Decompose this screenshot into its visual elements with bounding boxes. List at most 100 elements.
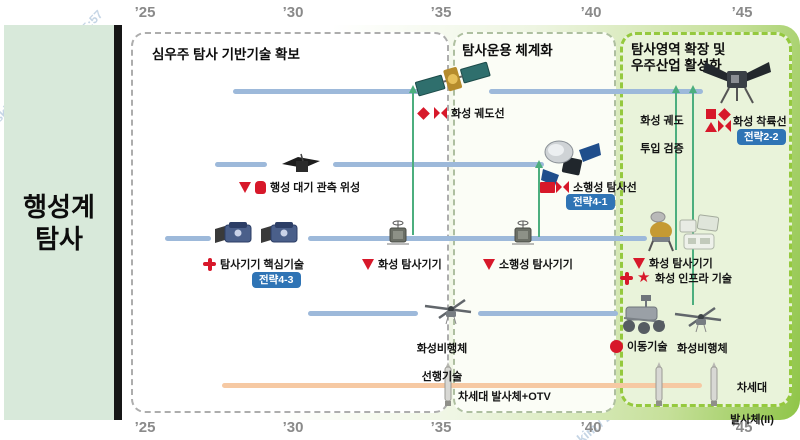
timeline-bar-satellite-right [333, 162, 544, 167]
label-text-line2: 발사체(II) [730, 414, 774, 426]
square-icon [705, 109, 716, 119]
label-text: 화성 탐사기기 [378, 259, 442, 271]
label-mars-instruments: 화성 탐사기기 [362, 256, 442, 272]
rect-icon [540, 181, 555, 193]
atmosphere-observation-satellite-icon [280, 148, 322, 183]
axis-top-tick-40: ’40 [580, 4, 602, 21]
label-mars-orbiter: 화성 궤도선 [417, 105, 505, 121]
triangle-down-icon [483, 258, 495, 270]
flow-arrow-lander-tech-to-orbit [671, 85, 680, 250]
bowtie-x-icon [434, 106, 447, 120]
diamond-icon [718, 107, 731, 121]
label-next-gen-launcher-2: 차세대 발사체(II) [722, 364, 782, 440]
phase3-title-line1: 탐사영역 확장 및 [631, 42, 726, 57]
flow-arrow-mobility-to-orbit [688, 85, 697, 305]
timeline-bar-launcher [222, 383, 702, 388]
label-mars-instruments-phase3: 화성 탐사기기 [633, 255, 713, 271]
timeline-bar-orbiter-right [489, 89, 703, 94]
label-text: 차세대 발사체+OTV [458, 391, 551, 403]
mars-lander-marker-grid [704, 107, 731, 133]
phase-box-2 [453, 32, 616, 413]
label-asteroid-probe: 소행성 탐사선 [540, 179, 637, 195]
label-mars-orbit-insertion: 화성 궤도 투입 검증 [634, 100, 690, 170]
label-text: 화성 착륙선 [733, 116, 787, 128]
thruster-engines-icon [213, 220, 301, 259]
cylinder-icon [255, 180, 266, 194]
small-probe-satellite-icon [386, 219, 410, 256]
category-title-line2: 탐사 [35, 223, 83, 254]
launch-vehicle-rocket-icon [709, 361, 719, 413]
mars-lander-winged-icon [703, 60, 771, 113]
label-text-line1: 화성 궤도 [640, 115, 684, 127]
strategy-badge-4-1: 전략4-1 [566, 194, 615, 210]
phase2-title: 탐사운용 체계화 [462, 43, 553, 58]
label-text: 화성비행체 [677, 343, 728, 355]
label-text: 소행성 탐사선 [573, 182, 637, 194]
label-mars-lander: 화성 착륙선 [733, 113, 787, 129]
axis-bottom-tick-35: ’35 [430, 419, 452, 436]
bowtie-x-icon [718, 120, 731, 133]
triangle-down-icon [239, 181, 251, 193]
label-next-gen-launcher-otv: 차세대 발사체+OTV [458, 388, 551, 404]
timeline-bar-instruments-left [165, 236, 211, 241]
label-text: 화성 인프라 기술 [655, 273, 732, 285]
label-mobility-tech: 이동기술 [610, 338, 667, 354]
mars-infrastructure-modules-icon [678, 214, 720, 259]
flow-arrow-instruments-to-orbiter [408, 85, 417, 235]
mars-orbiter-satellite-icon [414, 55, 491, 110]
axis-bottom-tick-45: ’45 [731, 419, 753, 436]
timeline-bar-orbiter-left [233, 89, 426, 94]
label-asteroid-instruments: 소행성 탐사기기 [483, 256, 573, 272]
asteroid-probe-dish-satellite-icon [541, 136, 601, 193]
triangle-up-icon [704, 121, 717, 132]
axis-bottom-tick-30: ’30 [282, 419, 304, 436]
label-mars-aircraft: 화성비행체 [677, 340, 728, 356]
label-text: 이동기술 [627, 341, 668, 353]
circle-icon [610, 339, 623, 353]
label-text: 탐사기기 핵심기술 [220, 259, 305, 271]
axis-bottom-tick-25: ’25 [134, 419, 156, 436]
flow-arrow-instruments-to-asteroid-probe [534, 160, 543, 237]
gold-mars-lander-icon [645, 210, 677, 257]
axis-bottom-tick-40: ’40 [580, 419, 602, 436]
mars-helicopter-drone-icon [671, 304, 725, 339]
diamond-icon [417, 106, 430, 120]
axis-top-tick-25: ’25 [134, 4, 156, 21]
category-title-line1: 행성계 [23, 191, 95, 222]
label-probe-core-tech: 탐사기기 핵심기술 [203, 256, 304, 272]
label-mars-aircraft-precursor: 화성비행체 선행기술 [408, 328, 476, 398]
label-text-line2: 선행기술 [421, 371, 463, 383]
label-mars-infra-tech: 화성 인프라 기술 [620, 270, 732, 286]
small-probe-satellite-icon [511, 219, 535, 256]
triangle-down-icon [633, 257, 645, 269]
strategy-badge-4-3: 전략4-3 [252, 272, 301, 288]
label-text-line1: 화성비행체 [416, 343, 468, 355]
launch-vehicle-rocket-icon [654, 361, 664, 413]
timeline-bar-satellite-left [215, 162, 267, 167]
triangle-down-icon [362, 258, 374, 270]
cross-icon [203, 257, 216, 271]
timeline-bar-instruments-right [308, 236, 647, 241]
category-sidebar: 행성계 탐사 [4, 25, 114, 420]
strategy-badge-2-2: 전략2-2 [737, 129, 786, 145]
bowtie-x-icon [556, 180, 569, 194]
mars-helicopter-drone-icon [421, 296, 475, 331]
phase3-title-line2: 우주산업 활성화 [631, 58, 722, 73]
label-text-line2: 투입 검증 [640, 143, 684, 155]
label-text-line1: 차세대 [736, 382, 768, 394]
category-divider-bar [114, 25, 122, 420]
launch-vehicle-rocket-icon [443, 361, 453, 413]
label-text: 소행성 탐사기기 [499, 259, 573, 271]
label-text: 행성 대기 관측 위성 [270, 182, 361, 194]
axis-top-tick-35: ’35 [430, 4, 452, 21]
star-icon [637, 271, 651, 285]
label-planet-atmosphere-satellite: 행성 대기 관측 위성 [239, 179, 360, 195]
cross-icon [620, 271, 633, 285]
timeline-bar-aircraft-right [478, 311, 618, 316]
timeline-bar-aircraft-left [308, 311, 418, 316]
mars-rover-icon [616, 293, 672, 342]
label-text: 화성 탐사기기 [649, 258, 713, 270]
axis-top-tick-30: ’30 [282, 4, 304, 21]
phase1-title: 심우주 탐사 기반기술 확보 [152, 47, 300, 62]
